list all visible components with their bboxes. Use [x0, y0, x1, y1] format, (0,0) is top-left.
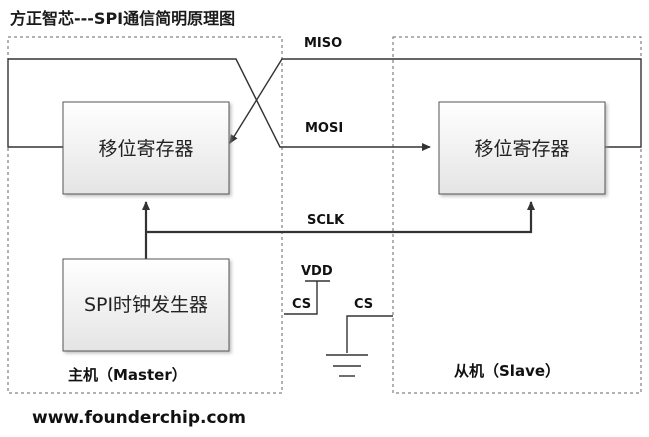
master-shift-register: 移位寄存器 [62, 101, 230, 195]
diagram-title: 方正智芯---SPI通信简明原理图 [10, 9, 235, 28]
slave-cs-wire [326, 315, 393, 377]
clock-generator: SPI时钟发生器 [62, 258, 230, 352]
clock-generator-label: SPI时钟发生器 [84, 294, 208, 316]
slave-cs-label: CS [354, 297, 373, 312]
sclk-wire [142, 201, 535, 259]
slave-shift-register: 移位寄存器 [438, 101, 606, 195]
slave-shift-register-label: 移位寄存器 [474, 138, 569, 160]
master-region [7, 36, 283, 394]
website-link[interactable]: www.founderchip.com [32, 408, 246, 428]
slave-region-label: 从机（Slave） [454, 362, 560, 380]
miso-label: MISO [304, 36, 342, 51]
mosi-wire [229, 58, 642, 148]
slave-region [392, 36, 642, 394]
vdd-label: VDD [301, 264, 333, 279]
master-cs-label: CS [292, 297, 311, 312]
master-cs-wire [284, 280, 330, 315]
sclk-label: SCLK [307, 213, 345, 228]
master-region-label: 主机（Master） [68, 366, 187, 384]
master-shift-register-label: 移位寄存器 [98, 138, 193, 160]
mosi-label: MOSI [305, 121, 343, 136]
miso-wire [7, 58, 431, 151]
